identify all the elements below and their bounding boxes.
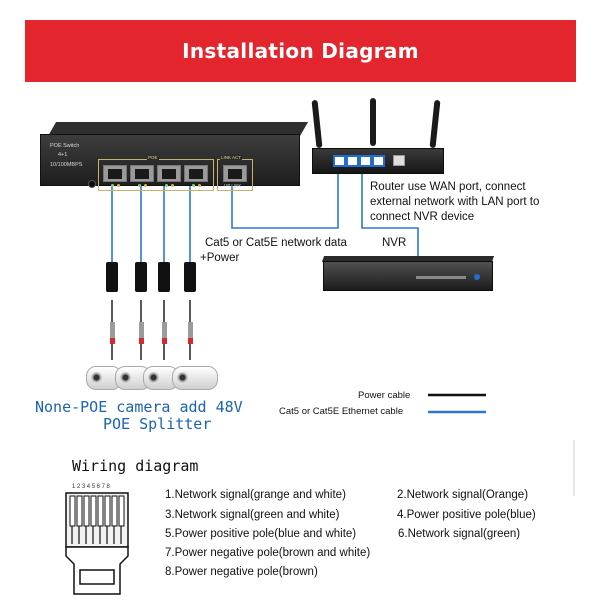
- wiring-line-4: 4.Power positive pole(blue): [397, 509, 536, 521]
- lan-port-3: [359, 155, 372, 167]
- pin-numbers: 12345678: [72, 484, 112, 490]
- port-led-icon: [117, 184, 120, 187]
- lan-port-4: [372, 155, 385, 167]
- poe-port-1: [103, 165, 127, 182]
- dc-plug-tip-icon: [139, 338, 144, 344]
- switch-label-2: 4+1: [58, 152, 68, 158]
- poe-splitter-1: [106, 262, 118, 292]
- cable-note-line-1: Cat5 or Cat5E network data: [205, 237, 347, 249]
- dc-plug-tip-icon: [188, 338, 193, 344]
- power-led-icon: [88, 180, 96, 188]
- switch-front: POE Switch 4+1 10/100MBPS POE LINK ACT U…: [40, 134, 300, 191]
- legend-ethernet-label: Cat5 or Cat5E Ethernet cable: [279, 406, 404, 417]
- switch-label-3: 10/100MBPS: [50, 162, 83, 168]
- antenna-icon: [429, 99, 441, 149]
- wan-port: [393, 155, 405, 166]
- switch-label-1: POE Switch: [50, 143, 80, 149]
- wiring-title: Wiring diagram: [72, 457, 199, 475]
- rj45-drawing: [65, 492, 129, 595]
- poe-splitter-3: [158, 262, 170, 292]
- poe-port-4: [184, 165, 208, 182]
- port-led-icon: [192, 184, 195, 187]
- camera-note-line-1: None-POE camera add 48V: [35, 398, 243, 416]
- router-body: [312, 148, 444, 174]
- dc-plug-icon: [162, 322, 167, 338]
- router-note-line-2: external network with LAN port to: [370, 196, 540, 208]
- poe-splitter-4: [184, 262, 196, 292]
- uplink-port: [223, 165, 247, 182]
- wiring-line-8: 8.Power negative pole(brown): [165, 566, 318, 578]
- wiring-line-5: 5.Power positive pole(blue and white): [165, 528, 357, 540]
- wiring-line-6: 6.Network signal(green): [398, 528, 521, 540]
- nvr-power-icon: [474, 274, 480, 280]
- dc-plug-tip-icon: [110, 338, 115, 344]
- nvr-ports-icon: [416, 276, 466, 279]
- dc-plug-icon: [188, 322, 193, 338]
- router-note-line-1: Router use WAN port, connect: [370, 181, 526, 193]
- port-led-icon: [198, 184, 201, 187]
- camera-note-line-2: POE Splitter: [103, 415, 212, 433]
- poe-port-group: POE: [98, 155, 214, 191]
- cable-note-line-2: +Power: [200, 252, 240, 264]
- port-led-icon: [171, 184, 174, 187]
- router-note-line-3: connect NVR device: [370, 211, 475, 223]
- lan-port-1: [333, 155, 346, 167]
- lan-port-2: [346, 155, 359, 167]
- uplink-group-label: LINK ACT: [220, 155, 243, 160]
- wiring-line-1: 1.Network signal(grange and white): [165, 489, 346, 501]
- ethernet-cable-nvr: [361, 170, 419, 262]
- poe-splitter-2: [135, 262, 147, 292]
- uplink-port-label: UP LINK: [224, 183, 242, 188]
- nvr-front: [323, 261, 493, 291]
- wiring-line-7: 7.Power negative pole(brown and white): [165, 547, 371, 559]
- antenna-icon: [311, 99, 323, 149]
- poe-port-3: [157, 165, 181, 182]
- port-led-icon: [138, 184, 141, 187]
- rj45-plug-icon: 12345678: [60, 484, 134, 600]
- dc-plug-icon: [139, 322, 144, 338]
- nvr-device: [321, 256, 495, 291]
- port-led-icon: [111, 184, 114, 187]
- wiring-line-3: 3.Network signal(green and white): [165, 509, 340, 521]
- port-led-icon: [144, 184, 147, 187]
- page-title: Installation Diagram: [182, 39, 419, 63]
- antenna-icon: [370, 98, 376, 146]
- poe-port-2: [130, 165, 154, 182]
- dc-plug-tip-icon: [162, 338, 167, 344]
- router: [311, 98, 444, 178]
- poe-group-label: POE: [147, 155, 159, 160]
- wiring-line-2: 2.Network signal(Orange): [397, 489, 529, 501]
- port-led-icon: [165, 184, 168, 187]
- uplink-port-group: LINK ACT UP LINK: [217, 155, 253, 191]
- dc-plug-icon: [110, 322, 115, 338]
- legend-power-label: Power cable: [358, 390, 411, 401]
- camera-icon: [172, 366, 218, 390]
- title-banner: Installation Diagram: [25, 20, 576, 82]
- ethernet-cable-uplink: [231, 170, 339, 229]
- nvr-label: NVR: [382, 237, 407, 249]
- poe-switch: POE Switch 4+1 10/100MBPS POE LINK ACT U…: [40, 122, 309, 191]
